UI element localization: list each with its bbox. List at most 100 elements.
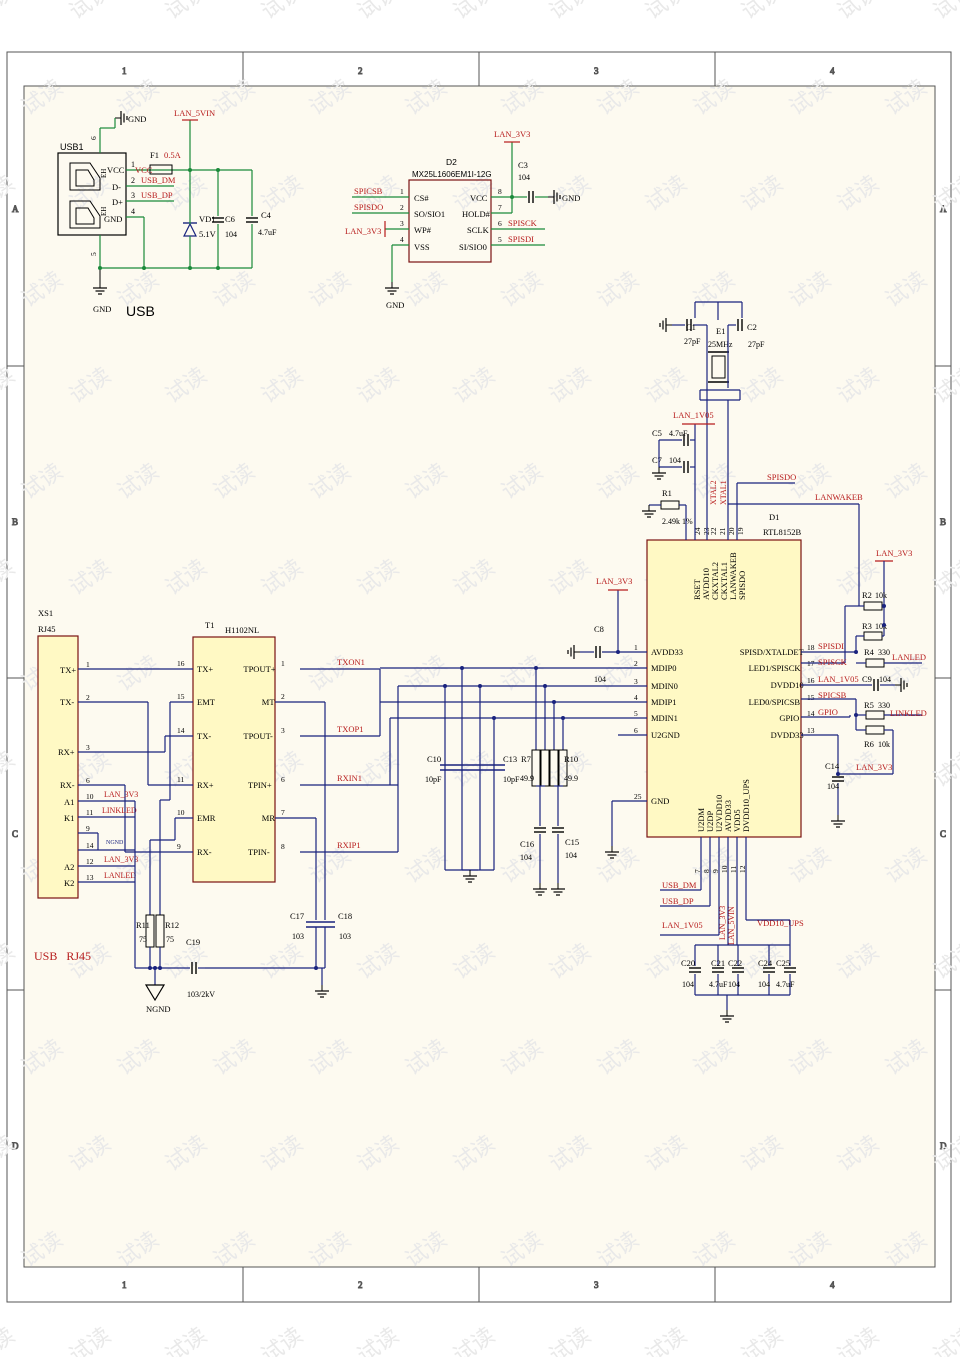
rtl-bottom-network: USB_DM USB_DP LAN_3V3 LAN_5VIN LAN_1V05 … [660,837,804,1023]
usb-lan5vin: LAN_5VIN [174,108,215,118]
trafo-rightpin-num: 3 [281,726,285,735]
flash-net-sck: SPISCK [508,218,538,228]
trafo-leftpin-label: EMT [197,697,216,707]
c18-ref: C18 [338,911,352,921]
zone-row-right-C: C [940,829,946,839]
zone-col-top-3: 3 [594,66,599,76]
r2-value: 10k [875,591,887,600]
net-rxip1: RXIP1 [337,840,361,850]
c24-value: 104 [758,980,770,989]
c17-ref: C17 [290,911,304,921]
flash-pin-vss: VSS [414,242,430,252]
c14-ref: C14 [825,761,840,771]
flash-pin-wp: WP# [414,225,432,235]
usb-pinnum-1: 1 [131,160,135,169]
r3-value: 10k [875,622,887,631]
vd1-value: 5.1V [199,229,217,239]
rj45-pin-num: 14 [86,841,94,850]
flash-chip-d2[interactable] [408,179,492,263]
rs-net-spicsb: SPICSB [818,690,847,700]
rtl-rightpin-label: DVDD33 [771,730,804,740]
usb-shield-5: 5 [89,252,98,256]
c13-ref: C13 [503,754,517,764]
rtl-net-xtal1: XTAL1 [719,480,728,505]
rtl-bottompin-num: 12 [738,865,747,873]
trafo-leftpin-label: TX+ [197,664,213,674]
zone-row-right-B: B [940,517,946,527]
rtl-part: RTL8152B [763,527,802,537]
r6-ref: R6 [864,739,874,749]
zone-col-bottom-4: 4 [830,1280,835,1290]
c8-ref: C8 [594,624,604,634]
rj45-pin-num: 2 [86,693,90,702]
c22-value: 104 [728,980,740,989]
c25-ref: C25 [776,958,790,968]
r7-ref: R7 [521,754,531,764]
rtl-rightpin-label: DVDD10 [771,680,804,690]
trafo-leftpin-num: 16 [177,659,185,668]
c5-value: 4.7uF [669,429,688,438]
trafo-rightpin-label: MT [262,697,276,707]
flash-net-so: SPISDO [354,202,383,212]
flash-pinnum-6: 6 [498,219,502,228]
rj45-pin-num: 10 [86,792,94,801]
fuse-f1-value: 0.5A [164,150,182,160]
rtl-bottompin-num: 7 [693,869,702,873]
usb-connector[interactable] [57,152,127,236]
usb-section: USB1 EH EH VCC D- D+ GND 1 2 3 4 VCC USB… [57,108,277,319]
rs-net-lan3v3: LAN_3V3 [876,548,912,558]
rtl-leftpin-num: 5 [634,709,638,718]
rj45-pin-num: 3 [86,743,90,752]
transformer-t1[interactable] [192,636,276,883]
c6-value: 104 [225,230,237,239]
ngnd-label: NGND [146,1004,171,1014]
rtl-bottompin-label: VDD5 [732,809,742,832]
flash-pinnum-4: 4 [400,235,404,244]
rj45-section: XS1 RJ45 TX+ TX- RX+ RX- A1 K1 A2 K2 LAN… [34,608,318,1014]
flash-pin-vcc: VCC [470,193,488,203]
rtl-rightpin-label: GPIO [779,713,799,723]
e1-ref: E1 [716,326,725,336]
c3-ref: C3 [518,160,528,170]
rtl-bottompin-label: U2VDD10 [714,795,724,832]
rtl8152b-chip[interactable] [646,539,802,838]
flash-pin-cs: CS# [414,193,429,203]
c16-value: 104 [520,853,532,862]
rtl-rightpin-label: SPISD/XTALDET [740,647,805,657]
c14-value: 104 [827,782,839,791]
trafo-leftpin-num: 15 [177,692,185,701]
rtl-net-lan1v05: LAN_1V05 [673,410,714,420]
r5-value: 330 [878,701,890,710]
usb-pin-dm: D- [112,182,121,192]
rj45-pin-txp: TX+ [60,665,76,675]
rtl-leftpin-label: GND [651,796,669,806]
c2-value: 27pF [748,340,765,349]
rj45-connector[interactable] [37,635,79,899]
c15-ref: C15 [565,837,579,847]
usb-pin-dp: D+ [112,197,123,207]
zone-col-top-2: 2 [358,66,363,76]
rs-net-spisdi: SPISDI [818,641,844,651]
zone-row-right-A: A [940,204,947,214]
usb-shield-6: 6 [89,136,98,140]
c6-ref: C6 [225,214,235,224]
rj45-pin-num: 9 [86,824,90,833]
c15-value: 104 [565,851,577,860]
rtl-toppin-num: 22 [709,527,718,535]
rtl-toppin-label: SPISDO [737,571,747,600]
fuse-f1[interactable] [149,164,173,175]
flash-net-wp: LAN_3V3 [345,226,381,236]
rtl-rightpin-num: 14 [807,709,815,718]
trafo-rightpin-num: 8 [281,842,285,851]
trafo-leftpin-num: 14 [177,726,185,735]
rtl-leftpin-label: MDIP1 [651,697,677,707]
transformer-section: T1 H1102NL TX+EMTTX-RX+EMRRX-16151411109… [177,620,352,998]
flash-net-si: SPISDI [508,234,534,244]
c3-value: 104 [518,173,530,182]
rtl-toppin-num: 19 [736,527,745,535]
r6-value: 10k [878,740,890,749]
c7-value: 104 [669,456,681,465]
crystal-e1[interactable] [711,355,726,379]
